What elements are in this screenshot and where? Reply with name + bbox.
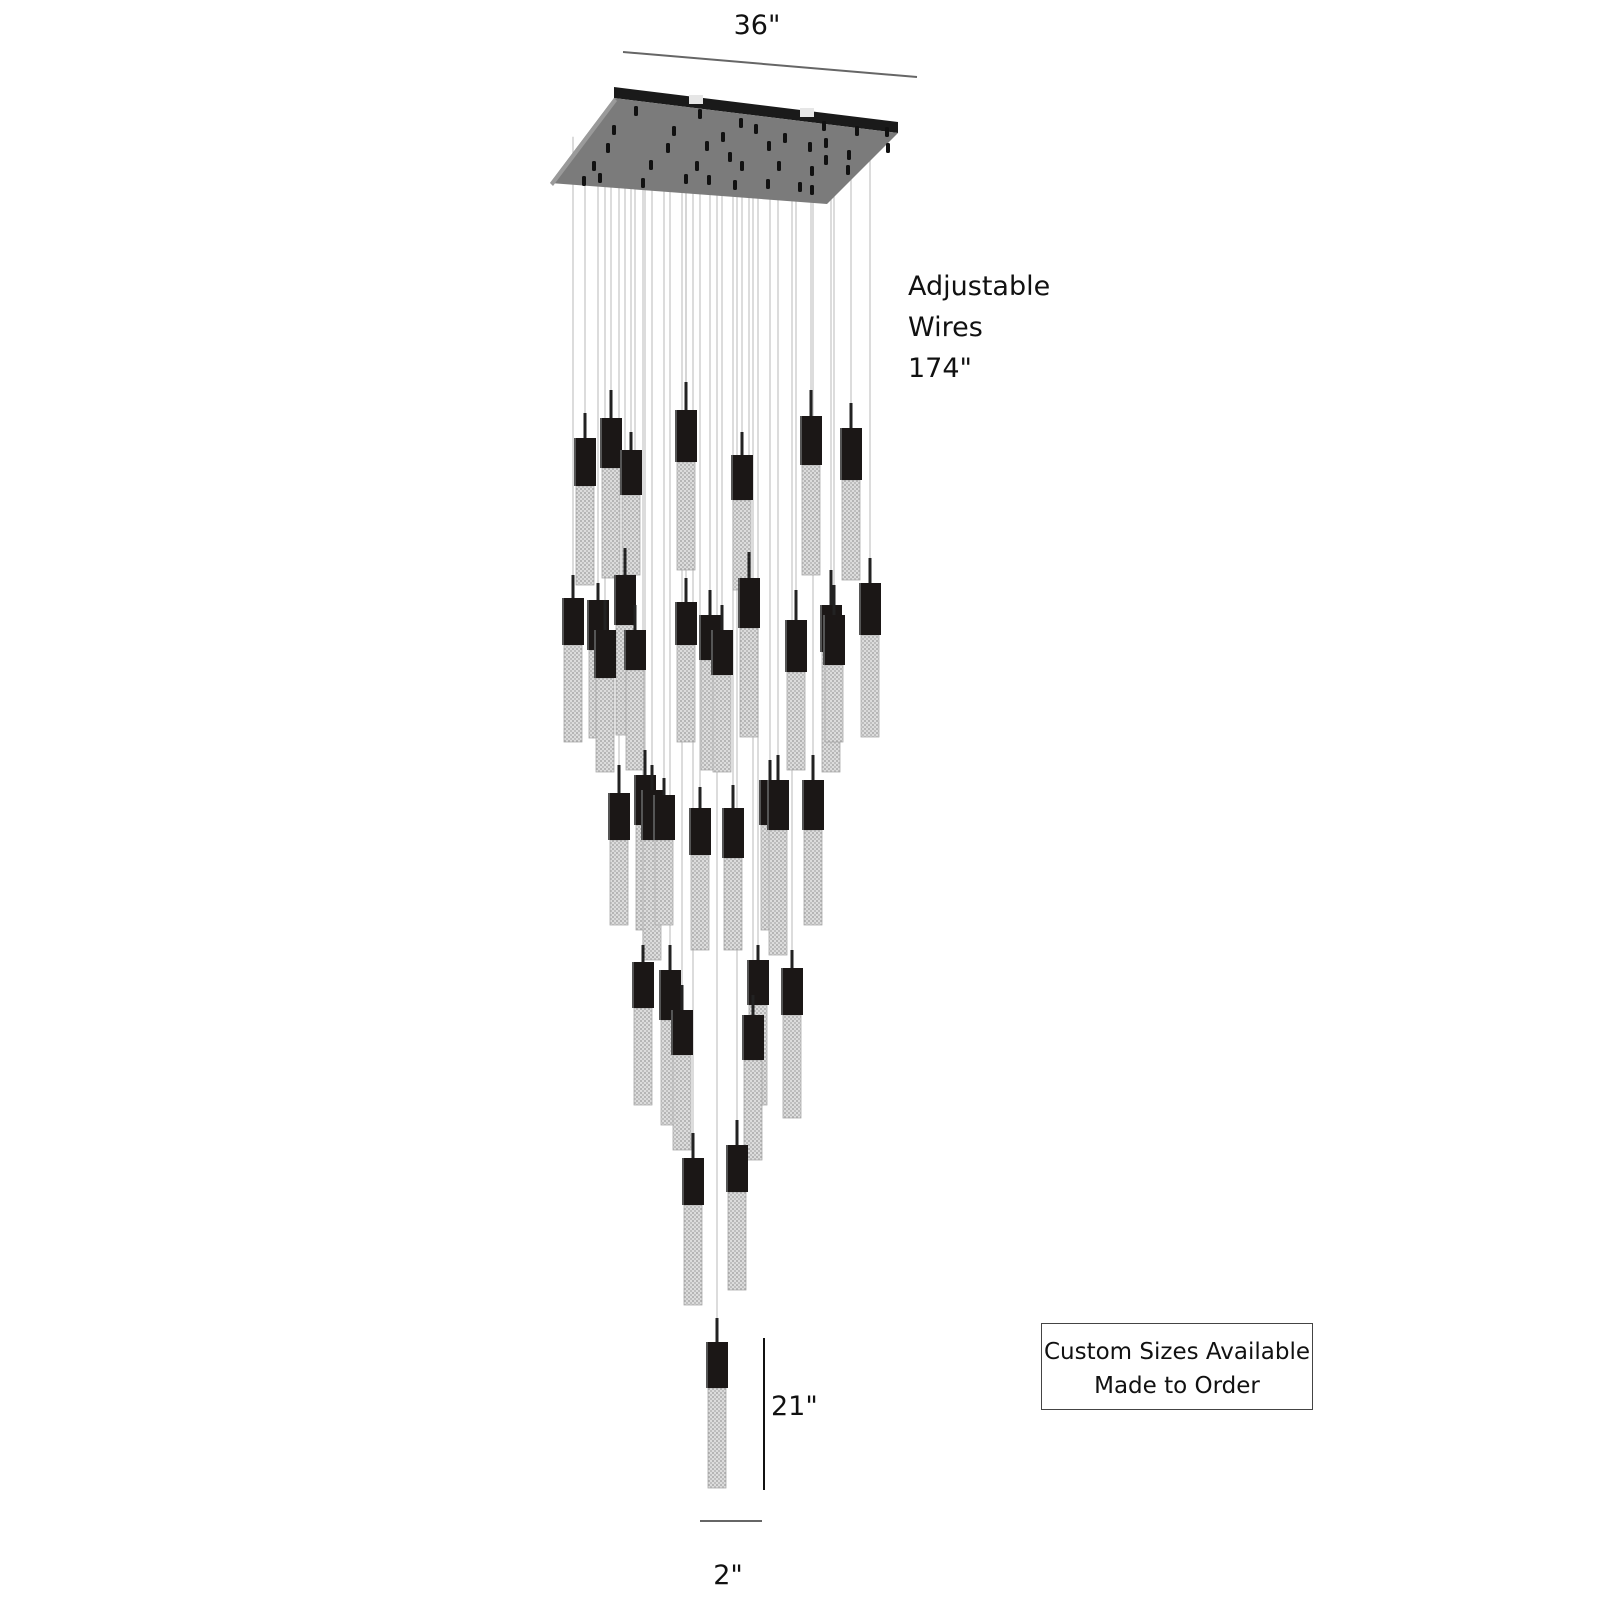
pendant-light <box>624 605 646 771</box>
pendant-light <box>781 950 803 1119</box>
pendant-light <box>840 403 862 581</box>
canopy <box>550 87 898 204</box>
pendant-light <box>562 575 584 743</box>
pendant-light <box>632 945 654 1106</box>
pendant-light <box>738 552 760 738</box>
pendant-light <box>675 578 697 743</box>
note-line2: Made to Order <box>1094 1373 1260 1399</box>
pendant-light <box>711 605 733 773</box>
pendant-height-label: 21" <box>771 1391 818 1422</box>
pendant-light <box>802 755 824 926</box>
pendant-light <box>689 787 711 951</box>
pendant-light <box>682 1133 704 1306</box>
pendant-light <box>671 985 693 1151</box>
pendant-light <box>600 390 622 579</box>
pendant-light <box>574 413 596 586</box>
pendant-light <box>706 1318 728 1489</box>
pendant-light <box>594 600 616 773</box>
adjustable-wires-label: Adjustable Wires 174" <box>908 266 1050 389</box>
pendant-width-label: 2" <box>713 1560 743 1591</box>
pendant-light <box>653 778 675 926</box>
pendant-light <box>731 432 753 591</box>
pendant-light <box>726 1120 748 1291</box>
pendant-light <box>608 765 630 926</box>
wires-label-line1: Adjustable <box>908 271 1051 302</box>
note-line1: Custom Sizes Available <box>1043 1339 1311 1365</box>
canopy-width-label: 36" <box>733 10 781 41</box>
pendant-light <box>675 382 697 571</box>
wires-length-value: 174" <box>908 353 972 384</box>
pendants <box>562 382 881 1489</box>
pendant-light <box>722 785 744 951</box>
pendant-light <box>859 558 881 738</box>
wires-label-line2: Wires <box>908 312 983 343</box>
pendant-light <box>767 755 789 956</box>
pendant-light <box>742 995 764 1161</box>
pendant-light <box>785 590 807 771</box>
pendant-light <box>800 390 822 576</box>
canopy-width-dimension-line <box>622 51 918 78</box>
pendant-light <box>620 432 642 576</box>
pendant-light <box>823 585 845 743</box>
custom-sizes-note: Custom Sizes Available Made to Order <box>1041 1323 1313 1410</box>
